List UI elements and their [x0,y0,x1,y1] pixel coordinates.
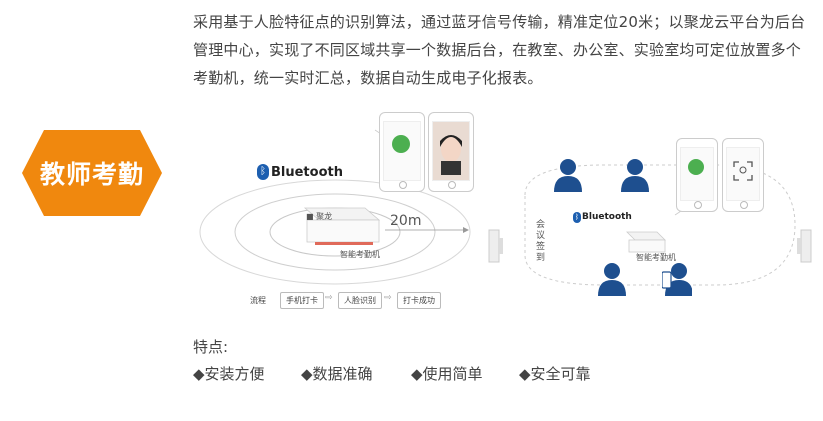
checkin-label: 会议签到 [536,220,546,263]
bluetooth-label-small: Bluetooth [582,212,632,222]
flow-step-1: 手机打卡 [280,292,324,309]
bluetooth-range-diagram [199,129,471,285]
bluetooth-icon: ᛒ [257,164,269,180]
feature-item: ◆安全可靠 [519,365,591,383]
device-name: 智能考勤机 [340,250,380,259]
description-text: 采用基于人脸特征点的识别算法，通过蓝牙信号传输，精准定位20米；以聚龙云平台为后… [193,13,806,87]
phone-checkin-screen [379,112,425,192]
face-photo-icon [440,135,462,175]
teacher-attendance-badge [22,130,162,216]
user-icon [554,159,582,192]
user-with-phone-icon [662,263,692,296]
checkin-button-icon [392,135,410,153]
phone-face-screen [428,112,474,192]
features-title: 特点: [193,338,229,356]
flow-title: 流程 [250,296,266,305]
bluetooth-icon: ᛒ [573,212,581,223]
checkin-button-icon [688,159,704,175]
feature-item: ◆使用简单 [411,365,483,383]
phone-face-scan-screen [722,138,764,212]
flow-arrow-icon: ⇨ [325,293,333,303]
flow-step-2: 人脸识别 [338,292,382,309]
device-name-right: 智能考勤机 [636,253,676,262]
user-icon [621,159,649,192]
face-scan-icon [733,161,753,181]
phone-checkin-screen-right [676,138,718,212]
user-icon [598,263,626,296]
bluetooth-label: Bluetooth [271,165,343,180]
distance-label: 20m [390,213,422,229]
meeting-checkin-diagram [488,164,812,286]
badge-label: 教师考勤 [39,160,144,189]
device-mini-label: ■ 聚龙 [306,212,333,221]
flow-step-3: 打卡成功 [397,292,441,309]
feature-item: ◆数据准确 [301,365,373,383]
flow-arrow-icon: ⇨ [384,293,392,303]
feature-item: ◆安装方便 [193,365,265,383]
